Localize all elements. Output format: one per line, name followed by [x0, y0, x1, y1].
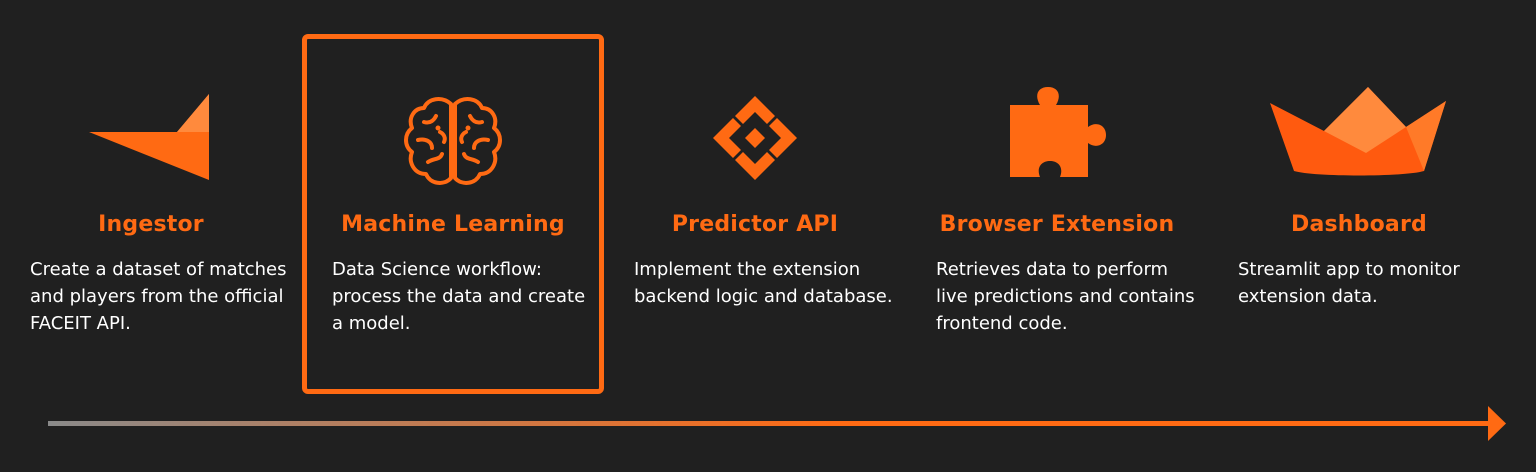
stage-title: Predictor API [671, 212, 839, 237]
stage-title: Browser Extension [939, 212, 1175, 237]
stage-title: Ingestor [98, 212, 204, 237]
stage-browser-extension: Browser Extension Retrieves data to perf… [906, 34, 1208, 394]
stage-ingestor: Ingestor Create a dataset of matches and… [0, 34, 302, 394]
stage-dashboard: Dashboard Streamlit app to monitor exten… [1208, 34, 1510, 394]
puzzle-piece-icon [906, 82, 1208, 194]
stage-description: Data Science workflow: process the data … [332, 259, 586, 334]
stage-title: Dashboard [1291, 212, 1427, 237]
stage-title: Machine Learning [341, 212, 565, 237]
stage-description: Implement the extension backend logic an… [634, 259, 893, 307]
stage-predictor-api: Predictor API Implement the extension ba… [604, 34, 906, 394]
timeline-line [48, 421, 1488, 426]
diamond-nodes-icon [604, 82, 906, 194]
stage-machine-learning: Machine Learning Data Science workflow: … [302, 34, 604, 394]
brain-icon [307, 87, 599, 199]
stage-description: Retrieves data to perform live predictio… [936, 259, 1195, 334]
stage-description: Create a dataset of matches and players … [30, 259, 287, 334]
faceit-logo-icon [0, 82, 302, 194]
timeline-arrowhead [1488, 406, 1506, 441]
stage-description: Streamlit app to monitor extension data. [1238, 259, 1460, 307]
streamlit-boat-icon [1208, 82, 1510, 194]
